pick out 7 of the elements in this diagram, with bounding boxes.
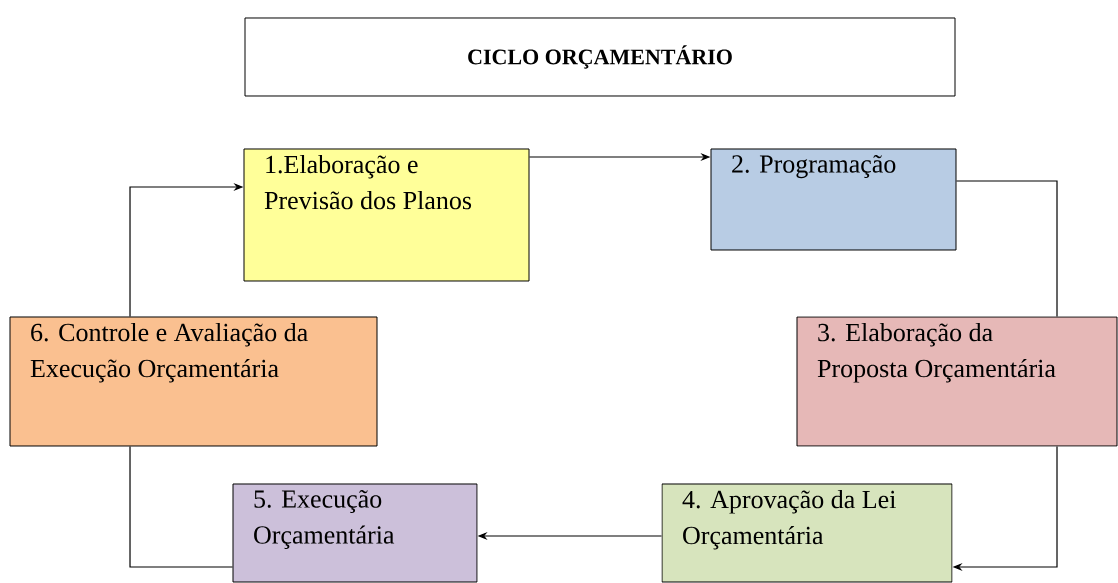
process-box: 2. Programação: [710, 148, 957, 251]
process-box: 6. Controle e Avaliação da Execução Orçamentária: [9, 316, 378, 447]
process-box: 3. Elaboração da Proposta Orçamentária: [796, 316, 1118, 447]
process-box: 1.Elaboração e Previsão dos Planos: [243, 148, 530, 282]
process-box: 4. Aprovação da Lei Orçamentária: [661, 483, 953, 583]
process-box: 5. Execução Orçamentária: [232, 483, 478, 583]
title-box: CICLO ORÇAMENTÁRIO: [244, 17, 956, 97]
